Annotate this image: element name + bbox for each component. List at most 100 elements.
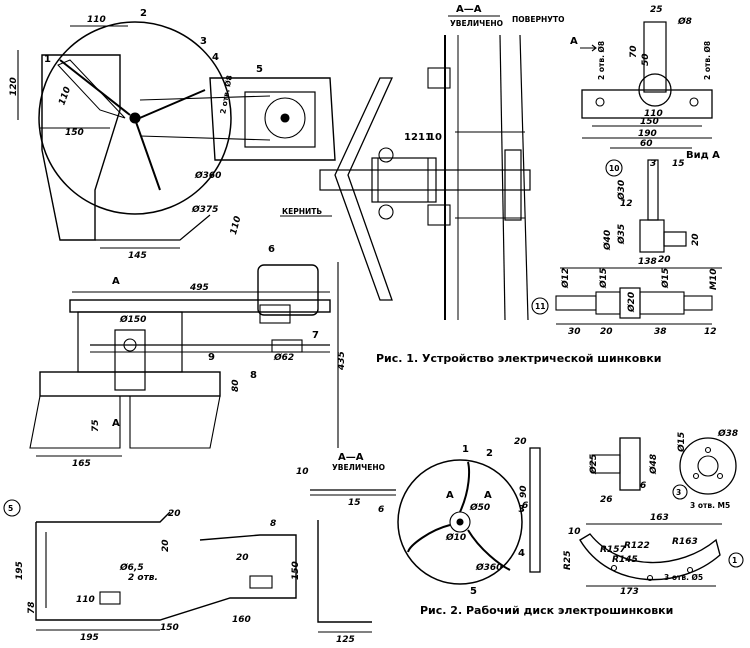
- part-label-8: 8: [250, 370, 257, 381]
- part-1-knife: 163 1 10 R25 R157 R145 R122 R163 173 3 о…: [563, 513, 744, 597]
- part-label-11: 11: [418, 132, 432, 143]
- dim-495: 495: [189, 283, 209, 293]
- circle-label-3: 3: [676, 488, 681, 497]
- dim-2holes: 2 отв. Ø8: [218, 75, 234, 115]
- part-label-6: 6: [268, 244, 275, 255]
- disk-section-title: А—А: [338, 452, 364, 463]
- dim-2holes-l: 2 отв. Ø8: [597, 41, 606, 80]
- dim-top-110: 110: [87, 15, 106, 25]
- dim-435: 435: [337, 351, 347, 371]
- dim-phi48: Ø48: [648, 454, 659, 475]
- dim-10-disk: 10: [296, 467, 309, 477]
- front-view-assembly: А 495 6 Ø150 Ø62 7 8 9 435 80 75 А 165: [29, 244, 347, 469]
- top-view-assembly: 110 120 150 110 Ø360 Ø375 110 145 2 от: [9, 8, 336, 261]
- disk-part-2: 2: [486, 448, 493, 459]
- dim-6-disk: 6: [378, 505, 384, 515]
- section-mark-a-bottom: А: [112, 418, 120, 429]
- dim-20-v: 20: [161, 539, 171, 552]
- part-label-12: 12: [404, 132, 418, 143]
- dim-78: 78: [27, 601, 37, 614]
- dim-phi38: Ø38: [717, 428, 738, 439]
- dim-r145: R145: [612, 555, 638, 565]
- dim-phi30: Ø30: [616, 180, 627, 201]
- core-note: КЕРНИТЬ: [282, 207, 322, 216]
- section-aa-rotated: ПОВЕРНУТО: [512, 15, 565, 24]
- dim-phi8: Ø8: [677, 16, 692, 27]
- dim-phi12: Ø12: [560, 268, 571, 289]
- dim-60-br: 60: [640, 139, 653, 149]
- dim-phi65: Ø6,5: [119, 562, 144, 573]
- part-label-5: 5: [256, 64, 263, 75]
- part-label-9: 9: [208, 352, 215, 363]
- dim-20s: 20: [600, 327, 613, 337]
- dim-top-110b: 110: [57, 86, 73, 107]
- dim-phi15-hub: Ø15: [676, 432, 687, 453]
- dim-r157: R157: [600, 545, 626, 555]
- dim-163: 163: [650, 513, 669, 523]
- dim-10-knife: 10: [568, 527, 581, 537]
- part-10-drawing: 10 Вид А 3 15 Ø30 12 Ø40 Ø35 20 20: [602, 150, 720, 265]
- circle-label-11: 11: [535, 302, 545, 311]
- dim-150-h: 150: [160, 623, 179, 633]
- dim-phi360: Ø360: [475, 562, 502, 573]
- part-label-3: 3: [200, 36, 207, 47]
- dim-20b: 20: [658, 255, 671, 265]
- part-11-shaft: 11 138 Ø12 Ø15 Ø20 Ø15 М10 30 20 38 12: [531, 257, 722, 337]
- circle-label-1: 1: [732, 556, 737, 565]
- dim-25: 25: [650, 5, 663, 15]
- dim-6-hub: 6: [640, 481, 646, 491]
- dim-145: 145: [128, 251, 147, 261]
- circle-label-10: 10: [609, 164, 619, 173]
- dim-3holes-5: 3 отв. Ø5: [664, 573, 703, 582]
- dim-110-f: 110: [76, 595, 95, 605]
- figure-2-caption: Рис. 2. Рабочий диск электрошинковки: [420, 604, 673, 617]
- dim-phi50: Ø50: [469, 502, 490, 513]
- dim-r163: R163: [672, 537, 698, 547]
- dim-375: Ø375: [191, 204, 218, 215]
- disk-section-a-left: А: [446, 490, 454, 501]
- dim-75: 75: [91, 419, 101, 432]
- dim-2holes-f: 2 отв.: [128, 573, 158, 583]
- dim-125: 125: [336, 635, 355, 645]
- part-label-10: 10: [428, 132, 442, 143]
- part-label-1: 1: [44, 54, 51, 65]
- dim-26: 26: [600, 495, 613, 505]
- dim-15: 15: [672, 159, 685, 169]
- working-disk: А—А УВЕЛИЧЕНО 1 2 3 4 5 Ø50 Ø10 Ø360 А А…: [296, 437, 541, 597]
- dim-150-br: 150: [640, 117, 659, 127]
- dim-12: 12: [620, 199, 633, 209]
- circle-label-5: 5: [8, 504, 13, 513]
- view-a-label: Вид А: [686, 150, 720, 161]
- dim-phi62: Ø62: [273, 352, 294, 363]
- dim-165: 165: [72, 459, 91, 469]
- dim-phi35: Ø35: [616, 224, 627, 245]
- dim-90-side: 90: [519, 485, 529, 498]
- dim-160: 160: [232, 615, 251, 625]
- dim-phi15b: Ø15: [660, 268, 671, 289]
- dim-8: 8: [270, 519, 276, 529]
- dim-r122: R122: [624, 541, 650, 551]
- section-mark-a-top: А: [112, 276, 120, 287]
- dim-20-top: 20: [168, 509, 181, 519]
- dim-3: 3: [650, 159, 656, 169]
- disk-part-5: 5: [470, 586, 477, 597]
- part-5-frame: 5 195 78 20 20 8 Ø6,5 2 отв. 20 150 110 …: [3, 499, 372, 645]
- dim-70: 70: [629, 45, 639, 58]
- figure-1-caption: Рис. 1. Устройство электрической шинковк…: [376, 352, 661, 365]
- dim-r25: R25: [563, 551, 573, 570]
- dim-phi15a: Ø15: [598, 268, 609, 289]
- part-3-hub: Ø25 Ø48 26 6 3 Ø38 Ø15 3 отв. М5: [588, 428, 738, 510]
- disk-section-enlarged: УВЕЛИЧЕНО: [332, 463, 385, 472]
- dim-2holes-r: 2 отв. Ø8: [703, 41, 712, 80]
- section-aa: А—А УВЕЛИЧЕНО ПОВЕРНУТО КЕРНИТЬ 12 11 10…: [280, 4, 597, 321]
- part-label-7: 7: [312, 330, 319, 341]
- dim-15-disk: 15: [348, 498, 361, 508]
- dim-left-120: 120: [9, 77, 19, 96]
- part-label-4: 4: [212, 52, 219, 63]
- section-aa-enlarged: УВЕЛИЧЕНО: [450, 19, 503, 28]
- bracket-top-view: 25 Ø8 70 50 2 отв. Ø8 2 отв. Ø8 110 150 …: [581, 5, 713, 149]
- dim-phi20: Ø20: [626, 292, 637, 313]
- dim-30: 30: [568, 327, 581, 337]
